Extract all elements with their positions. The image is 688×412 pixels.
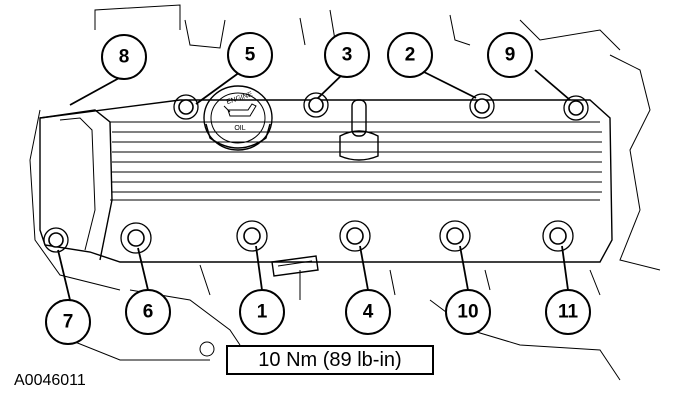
bolt-icon [303, 92, 329, 118]
bolt-icon [563, 95, 589, 121]
callout-7: 7 [45, 299, 91, 345]
callout-3: 3 [324, 32, 370, 78]
callout-11: 11 [545, 289, 591, 335]
callout-label: 1 [257, 302, 268, 323]
callout-label: 11 [558, 302, 579, 323]
callout-5: 5 [227, 32, 273, 78]
oil-can-icon [223, 103, 257, 117]
oil-cap-line2: OIL [234, 125, 245, 132]
callout-8: 8 [101, 34, 147, 80]
oil-fill-cap: ENGINE OIL [203, 85, 273, 151]
callout-label: 9 [505, 45, 516, 66]
bolt-icon [120, 222, 152, 254]
callout-label: 3 [342, 45, 353, 66]
callout-10: 10 [445, 289, 491, 335]
callout-label: 6 [143, 302, 154, 323]
callout-label: 4 [363, 302, 374, 323]
torque-spec-text: 10 Nm (89 lb-in) [258, 348, 402, 371]
callout-label: 7 [63, 312, 74, 333]
callout-4: 4 [345, 289, 391, 335]
bolt-icon [439, 220, 471, 252]
bolt-icon [173, 94, 199, 120]
bolt-icon [339, 220, 371, 252]
hose-tag [271, 255, 319, 277]
figure-id: A0046011 [14, 372, 86, 389]
valve-cover [39, 99, 613, 263]
bolt-icon [236, 220, 268, 252]
callout-9: 9 [487, 32, 533, 78]
callout-label: 5 [245, 45, 256, 66]
bolts [43, 92, 589, 254]
pcv-valve-icon [339, 99, 379, 161]
callout-label: 10 [457, 302, 478, 323]
bolt-icon [469, 93, 495, 119]
torque-spec-box: 10 Nm (89 lb-in) [226, 345, 434, 375]
bolt-icon [542, 220, 574, 252]
bolt-icon [43, 227, 69, 253]
callout-1: 1 [239, 289, 285, 335]
callout-6: 6 [125, 289, 171, 335]
callout-label: 2 [405, 45, 416, 66]
callout-label: 8 [119, 47, 130, 68]
callout-2: 2 [387, 32, 433, 78]
